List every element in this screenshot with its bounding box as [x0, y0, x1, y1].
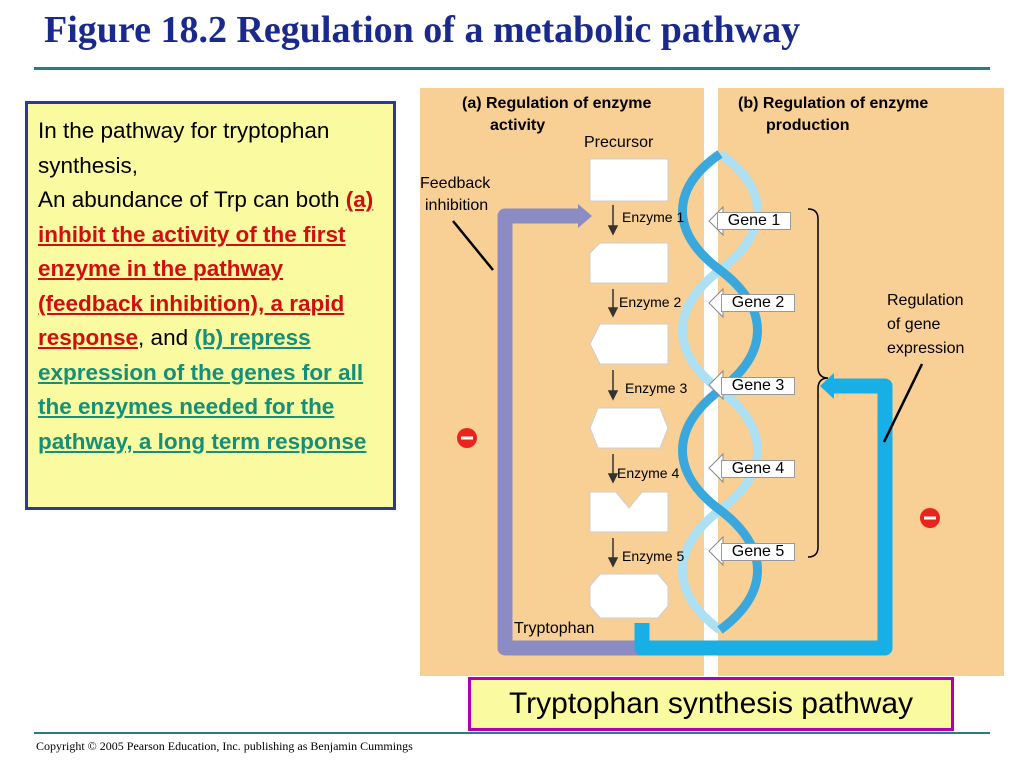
explanation-intro: In the pathway for tryptophan synthesis, — [38, 118, 330, 178]
feedback-label-line2: inhibition — [425, 197, 489, 214]
panel-b-title-line2: production — [766, 117, 850, 134]
slide-title: Figure 18.2 Regulation of a metabolic pa… — [44, 9, 801, 51]
explanation-box: In the pathway for tryptophan synthesis,… — [25, 101, 396, 510]
feedback-label-line1: Feedback — [420, 175, 491, 192]
intermediate-4 — [589, 407, 669, 449]
repression-arrowhead — [820, 373, 834, 399]
title-divider — [34, 67, 990, 70]
enzyme-2-label: Enzyme 2 — [619, 294, 682, 310]
step-arrows — [607, 205, 619, 568]
intermediate-precursor — [589, 158, 669, 202]
intermediate-tryptophan — [589, 573, 669, 619]
enzyme-5-label: Enzyme 5 — [622, 548, 685, 564]
gene-2-label: Gene 2 — [721, 294, 795, 312]
panel-b-title-line1: (b) Regulation of enzyme — [738, 95, 929, 112]
regulation-label-line3: expression — [887, 340, 965, 357]
intermediate-2 — [589, 242, 669, 284]
feedback-arrowhead — [578, 204, 592, 228]
gene-4-label: Gene 4 — [721, 460, 795, 478]
gene-3-label: Gene 3 — [721, 377, 795, 395]
gene-repression-text: (b) repress expression of the genes for … — [38, 325, 367, 454]
gene-repression-arrow — [634, 378, 893, 656]
gene-1-label: Gene 1 — [717, 212, 791, 230]
intermediate-5 — [589, 491, 669, 533]
precursor-label: Precursor — [584, 134, 654, 151]
tryptophan-label: Tryptophan — [514, 620, 595, 637]
panel-a-title-line2: activity — [490, 117, 546, 134]
copyright-notice: Copyright © 2005 Pearson Education, Inc.… — [36, 739, 413, 753]
pathway-diagram: (a) Regulation of enzyme activity (b) Re… — [420, 88, 1004, 676]
pathway-diagram-graphic — [420, 88, 1004, 676]
enzyme-4-label: Enzyme 4 — [617, 465, 680, 481]
intermediate-3 — [589, 323, 669, 365]
footer-divider — [34, 732, 990, 734]
regulation-label-pointer — [882, 363, 924, 443]
enzyme-1-label: Enzyme 1 — [622, 209, 685, 225]
panel-a-title-line1: (a) Regulation of enzyme — [462, 95, 652, 112]
feedback-inhibition-text: (a) inhibit the activity of the first en… — [38, 187, 374, 350]
regulation-label-line2: of gene — [887, 316, 941, 333]
caption-box: Tryptophan synthesis pathway — [468, 677, 954, 731]
explanation-lead: An abundance of Trp can both — [38, 187, 346, 212]
enzyme-3-label: Enzyme 3 — [625, 380, 688, 396]
explanation-connector: , and — [138, 325, 195, 350]
gene-bracket — [807, 208, 829, 558]
feedback-label-pointer — [452, 220, 494, 271]
regulation-label-line1: Regulation — [887, 292, 964, 309]
gene-5-label: Gene 5 — [721, 543, 795, 561]
explanation-body: An abundance of Trp can both (a) inhibit… — [38, 183, 387, 459]
